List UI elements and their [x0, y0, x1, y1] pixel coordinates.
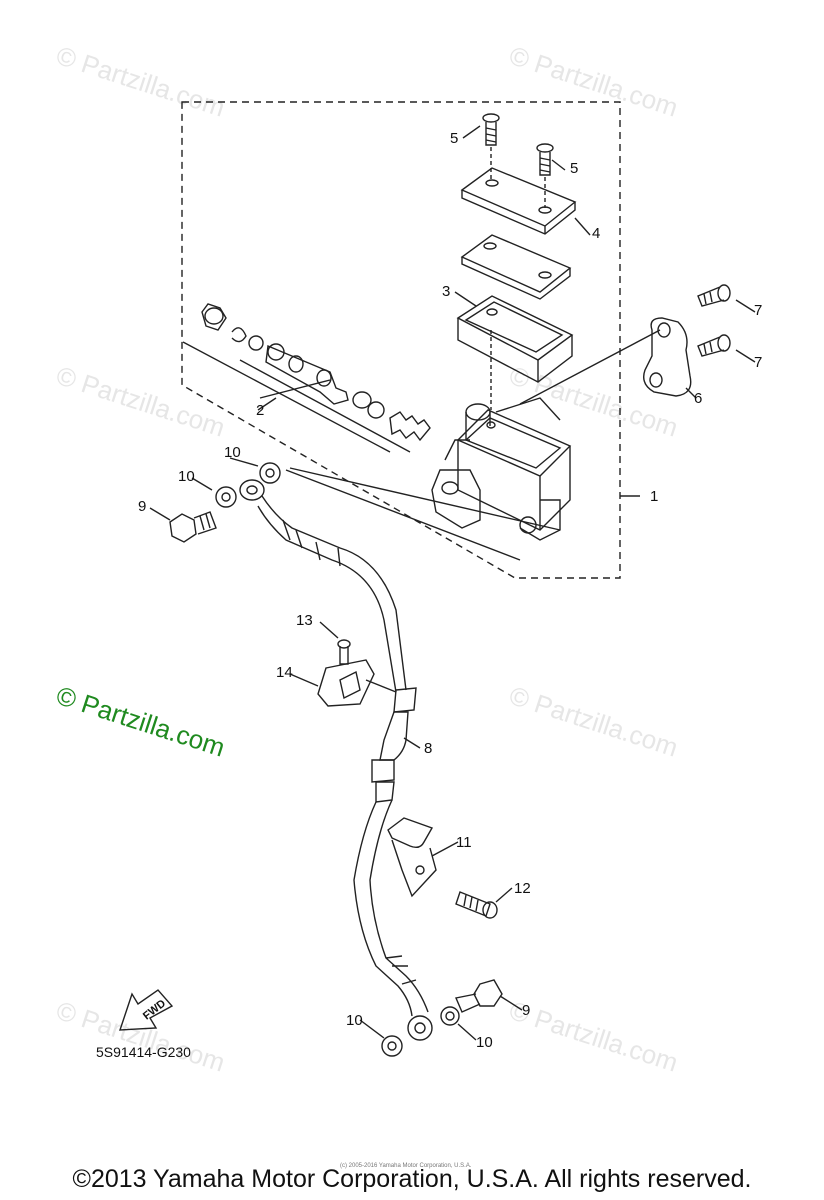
diaphragm-icon [460, 234, 572, 300]
part-label: 13 [296, 612, 313, 629]
part-label: 9 [522, 1002, 531, 1019]
part-label: 3 [442, 283, 451, 300]
part-label: 10 [224, 444, 241, 461]
banjo-bolt-icon [169, 511, 217, 543]
part-label: 5 [570, 160, 579, 177]
part-label: 12 [514, 880, 531, 897]
part-label: 5 [450, 130, 459, 147]
master-cylinder-icon [431, 397, 572, 541]
washer-icon [381, 1035, 403, 1057]
hose-guide-icon [317, 639, 397, 707]
screw-icon [482, 113, 500, 180]
part-label: 8 [424, 740, 433, 757]
part-label: 7 [754, 354, 763, 371]
part-label: 2 [256, 402, 265, 419]
hose-clip-icon [387, 817, 437, 898]
brake-hose-icon [239, 479, 433, 1041]
part-label: 7 [754, 302, 763, 319]
bolt-icon [455, 891, 498, 919]
clamp-holder-icon [642, 317, 692, 397]
bolt-icon [697, 334, 731, 357]
assembly-outline [181, 101, 621, 579]
diaphragm-icon [456, 295, 574, 383]
diagram-code: 5S91414-G230 [96, 1044, 191, 1060]
bolt-icon [697, 284, 731, 307]
part-label: 10 [346, 1012, 363, 1029]
washer-icon [215, 486, 237, 508]
reservoir-cap-icon [460, 167, 577, 235]
fwd-arrow-icon [119, 989, 174, 1031]
part-label: 4 [592, 225, 601, 242]
banjo-bolt-icon [455, 979, 503, 1013]
part-label: 9 [138, 498, 147, 515]
part-label: 6 [694, 390, 703, 407]
copyright-notice: ©2013 Yamaha Motor Corporation, U.S.A. A… [72, 1165, 752, 1193]
fine-print: (c) 2005-2016 Yamaha Motor Corporation, … [340, 1163, 472, 1169]
part-label: 14 [276, 664, 293, 681]
part-label: 11 [456, 834, 472, 851]
washer-icon [259, 462, 281, 484]
part-label: 10 [476, 1034, 493, 1051]
piston-kit-icon [201, 303, 431, 442]
washer-icon [440, 1006, 460, 1026]
screw-icon [536, 143, 554, 208]
part-label: 10 [178, 468, 195, 485]
part-label: 1 [650, 488, 659, 505]
